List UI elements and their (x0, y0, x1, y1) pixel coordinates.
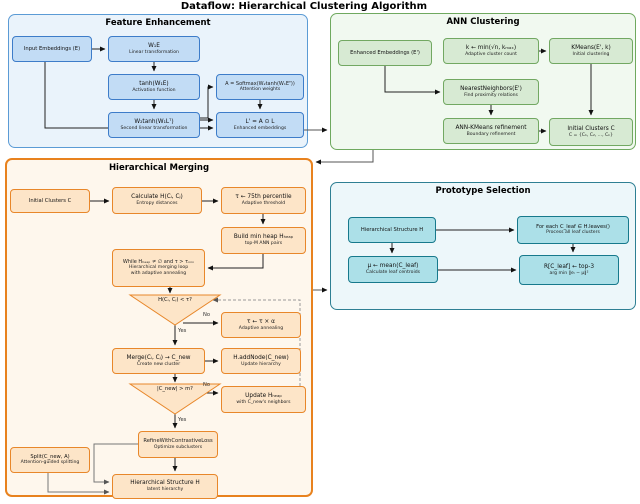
node-foreach-leaf: For each C_leaf ∈ H.leaves() Process all… (517, 216, 629, 244)
edge-refine-elbow-to-hierstruct (93, 443, 138, 485)
edge-label-no-1: No (203, 312, 211, 318)
page-title: Dataflow: Hierarchical Clustering Algori… (180, 1, 428, 12)
edge-label-yes-2: Yes (178, 417, 187, 423)
node-nearest-neighbors: NearestNeighbors(E') Find proximity rela… (443, 79, 539, 105)
node-input-embeddings: Input Embeddings (E) (12, 36, 92, 62)
node-adaptive-annealing: τ ← τ × α Adaptive annealing (221, 312, 301, 338)
section-title-prototype-selection: Prototype Selection (435, 186, 531, 196)
node-activation-function: tanh(W₁E) Activation function (108, 74, 200, 100)
edge-label-no-2: No (203, 382, 211, 388)
node-merge-clusters: Merge(Cᵢ, Cⱼ) → C_new Create new cluster (112, 348, 205, 374)
decision-entropy-threshold-label: H(Cᵢ, Cⱼ) < τ? (158, 297, 192, 303)
section-title-feature-enhancement: Feature Enhancement (105, 18, 211, 28)
node-linear-transformation: W₁E Linear transformation (108, 36, 200, 62)
node-update-heap: Update Hₕₑₐₚ with C_new's neighbors (221, 386, 306, 413)
node-adaptive-cluster-count: k ← min(√n, kₘₐₓ) Adaptive cluster count (443, 38, 539, 64)
node-kmeans: KMeans(E', k) Initial clustering (549, 38, 633, 64)
edge-updheap-feedback-loop (212, 297, 301, 386)
edge-split-to-hierstruct (47, 473, 110, 495)
section-title-ann-clustering: ANN Clustering (446, 17, 520, 27)
node-representative-top3: R[C_leaf] ← top-3 arg min ‖eᵢ − μ‖² (519, 255, 619, 285)
node-merging-loop: While Hₕₑₐₚ ≠ ∅ and τ > τₘᵢₙ Hierarchica… (112, 249, 205, 287)
section-title-hierarchical-merging: Hierarchical Merging (108, 163, 210, 173)
node-enhanced-embeddings-output: L' = A ⊙ L Enhanced embeddings (216, 112, 304, 138)
node-hierarchical-structure-orange: Hierarchical Structure H latent hierarch… (112, 474, 218, 499)
node-initial-clusters-green: Initial Clusters C C = {C₁, C₂, ..., Cₖ} (549, 118, 633, 146)
node-build-min-heap: Build min heap Hₕₑₐₚ top-M ANN pairs (221, 227, 306, 254)
node-leaf-centroids: μ ← mean(C_leaf) Calculate leaf centroid… (348, 256, 438, 283)
node-add-node-hierarchy: H.addNode(C_new) Update hierarchy (221, 348, 301, 374)
edge-ann-to-merging (315, 150, 374, 165)
decision-entropy-threshold-shape (128, 294, 222, 326)
decision-cluster-size-shape (128, 383, 222, 415)
node-hierarchical-structure-cyan: Hierarchical Structure H (348, 217, 436, 243)
node-initial-clusters-orange: Initial Clusters C (10, 189, 90, 213)
decision-cluster-size-label: |C_new| > m? (157, 386, 193, 392)
edge-label-yes-1: Yes (178, 328, 187, 334)
section-prototype-selection: Prototype Selection (330, 182, 636, 310)
node-ann-kmeans-refinement: ANN-KMeans refinement Boundary refinemen… (443, 118, 539, 144)
node-refine-contrastive-loss: RefineWithContrastiveLoss Optimize subcl… (138, 431, 218, 458)
node-second-linear-transformation: W₂tanh(W₁Lᵀ) Second linear transformatio… (108, 112, 200, 138)
node-attention-split: Split(C_new, A) Attention-guided splitti… (10, 447, 90, 473)
node-attention-weights: A = Softmax(W₂tanh(W₁Eᵀ)) Attention weig… (216, 74, 304, 100)
node-enhanced-embeddings-input: Enhanced Embeddings (E') (338, 40, 432, 66)
edge-enh-to-nn (384, 66, 441, 95)
edge-w2-to-softmax (200, 84, 214, 119)
node-entropy-distances: Calculate H(Cᵢ, Cⱼ) Entropy distances (112, 187, 202, 214)
edge-heap-to-while (207, 254, 264, 271)
node-adaptive-threshold: τ ← 75th percentile Adaptive threshold (221, 187, 306, 214)
